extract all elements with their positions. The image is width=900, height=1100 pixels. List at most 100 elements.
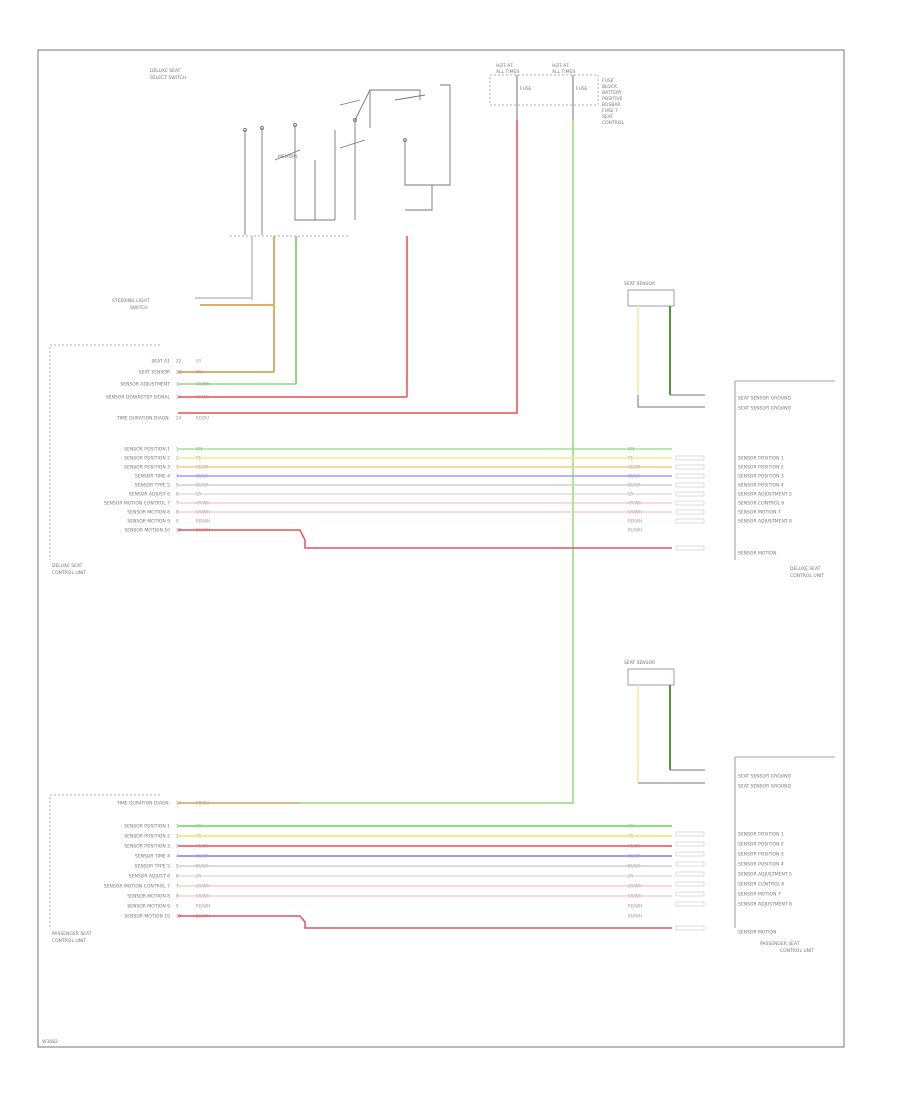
steering-light-switch: STEERING LIGHT SWITCH xyxy=(112,297,252,311)
ctrl-top-label: SEAT SENSOR xyxy=(139,370,170,376)
ctrl-top-pin: 24 xyxy=(176,416,182,421)
ctrl-bot-code-right: BU/WH xyxy=(628,914,642,919)
fuse-note-3: BATTERY xyxy=(602,90,622,96)
top-signal-wires xyxy=(178,448,672,549)
ctrl-bot-label: SENSOR MOTION 9 xyxy=(127,904,170,910)
module-connector xyxy=(675,545,705,551)
ctrl-top-pin: 23 xyxy=(176,370,182,375)
footer-code: W3682 xyxy=(42,1039,58,1045)
ctrl-top-code: GY/WH xyxy=(196,382,210,387)
switch-title-2: SELECT SWITCH xyxy=(150,75,186,81)
module-ground-label: SEAT SENSOR GROUND xyxy=(738,774,791,780)
module-pin-label: SENSOR ADJUSTMENT 5 xyxy=(738,492,792,498)
module-last-label: SENSOR MOTION xyxy=(738,930,776,936)
switch-wires xyxy=(178,120,574,804)
fuse-note-8: CONTROL xyxy=(602,120,624,126)
ctrl-bot-label: SENSOR MOTION CONTROL 7 xyxy=(104,884,170,890)
ground-module-bot: SEAT SENSOR xyxy=(624,660,655,666)
switch-title-1: DELUXE SEAT xyxy=(150,68,181,74)
module-connector xyxy=(675,518,705,524)
module-pin-label: SENSOR POSITION 3 xyxy=(738,474,784,480)
module-pin-label: SENSOR POSITION 3 xyxy=(738,852,784,858)
module-ground-label: SEAT SENSOR GROUND xyxy=(738,406,791,412)
ctrl-top-label: SENSOR POSITION 1 xyxy=(124,447,170,453)
diagram-frame xyxy=(37,49,845,1048)
module-connector xyxy=(675,881,705,887)
ctrl-top-name-1: DELUXE SEAT xyxy=(52,563,83,569)
ctrl-bot-label: SENSOR MOTION 10 xyxy=(124,914,170,920)
fuse-right-label: FUSE xyxy=(576,86,588,92)
ctrl-top-pin: 2 xyxy=(176,456,179,461)
module-pin-label: SENSOR POSITION 2 xyxy=(738,465,784,471)
module-connector xyxy=(675,500,705,506)
ctrl-top-label: SENSOR ADJUST 6 xyxy=(129,492,170,498)
ctrl-top-label: SENSOR POSITION 2 xyxy=(124,456,170,462)
module-pin-label: SENSOR POSITION 4 xyxy=(738,862,784,868)
bottom-signal-wires xyxy=(178,802,672,929)
memory-switch-label: MEMORY xyxy=(278,154,298,160)
ctrl-top-code: RD/BU xyxy=(196,416,209,421)
ctrl-bot-pin: 3 xyxy=(176,844,179,849)
ctrl-bot-label: TIME DURATION DIAGN. xyxy=(116,801,170,807)
ctrl-bot-code-right: RD/WH xyxy=(628,904,642,909)
ctrl-bot-name-1: PASSENGER SEAT xyxy=(52,931,92,937)
module-connector xyxy=(675,901,705,907)
fuse-note-6: FUSE 7 xyxy=(602,108,618,114)
ctrl-top-code-right: RD/WH xyxy=(628,519,642,524)
module-top-name-2: CONTROL UNIT xyxy=(790,573,824,579)
module-pin-label: SENSOR POSITION 1 xyxy=(738,832,784,838)
ctrl-top-label: SENSOR MOTION 10 xyxy=(124,528,170,534)
steering-label-2: SWITCH xyxy=(130,305,148,311)
hot-right-1: HOT AT xyxy=(552,63,569,69)
ctrl-bot-label: SENSOR POSITION 1 xyxy=(124,824,170,830)
ctrl-bot-label: SENSOR MOTION 8 xyxy=(127,894,170,900)
ctrl-bot-pin: 1 xyxy=(176,824,179,829)
module-connector xyxy=(675,925,705,931)
module-pin-label: SENSOR MOTION 7 xyxy=(738,892,781,898)
ctrl-top-pin: 14 xyxy=(176,395,182,400)
ctrl-bot-label: SENSOR TYPE 5 xyxy=(135,864,171,870)
ctrl-top-pin: 1 xyxy=(176,447,179,452)
ctrl-top-label: SENSOR MOTION 9 xyxy=(127,519,170,525)
module-last-label: SENSOR MOTION xyxy=(738,551,776,557)
ctrl-top-pin: 9 xyxy=(176,519,179,524)
fuse-note-5: BUSBAR xyxy=(602,102,621,108)
module-connector xyxy=(675,851,705,857)
ctrl-bot-label: SENSOR ADJUST 6 xyxy=(129,874,170,880)
ctrl-top-code-right: BU/WH xyxy=(628,528,642,533)
module-connector xyxy=(675,841,705,847)
ctrl-top-code: GY/WH xyxy=(196,395,210,400)
module-connector xyxy=(675,464,705,470)
module-connector xyxy=(675,455,705,461)
ctrl-top-pin: 22 xyxy=(176,359,182,364)
seat-select-switch: DELUXE SEAT SELECT SWITCH MEMORY xyxy=(150,68,451,237)
ctrl-top-label: SENSOR POSITION 3 xyxy=(124,465,170,471)
module-pin-label: SENSOR POSITION 1 xyxy=(738,456,784,462)
module-bot-name-1: PASSENGER SEAT xyxy=(760,941,800,947)
ctrl-top-pin: 6 xyxy=(176,492,179,497)
module-pin-label: SENSOR ADJUSTMENT 5 xyxy=(738,872,792,878)
module-pin-label: SENSOR CONTROL 6 xyxy=(738,501,784,507)
module-top-name-1: DELUXE SEAT xyxy=(790,566,821,572)
ctrl-bot-pin: 2 xyxy=(176,834,179,839)
ctrl-top-pin: 3 xyxy=(176,465,179,470)
ctrl-top-code: GY xyxy=(196,359,202,364)
module-pin-label: SENSOR CONTROL 6 xyxy=(738,882,784,888)
ctrl-top-pin: 5 xyxy=(176,483,179,488)
module-connector xyxy=(675,509,705,515)
ctrl-bot-code: RD/WH xyxy=(196,904,210,909)
ctrl-bot-label: SENSOR POSITION 2 xyxy=(124,834,170,840)
ctrl-bot-name-2: CONTROL UNIT xyxy=(52,938,86,944)
ctrl-top-label: SENSOR TIME 4 xyxy=(135,474,170,480)
steering-label-1: STEERING LIGHT xyxy=(112,298,150,304)
fuse-block: HOT AT ALL TIMES HOT AT ALL TIMES FUSE F… xyxy=(489,63,624,126)
module-pin-label: SENSOR POSITION 4 xyxy=(738,483,784,489)
ctrl-top-code: WH xyxy=(196,370,203,375)
module-pin-label: SENSOR ADJUSTMENT 8 xyxy=(738,902,792,908)
ctrl-bot-pin: 7 xyxy=(176,884,179,889)
ctrl-top-label: SENSOR ADJUSTMENT xyxy=(120,382,170,388)
ctrl-top-pin: 1 xyxy=(176,382,179,387)
